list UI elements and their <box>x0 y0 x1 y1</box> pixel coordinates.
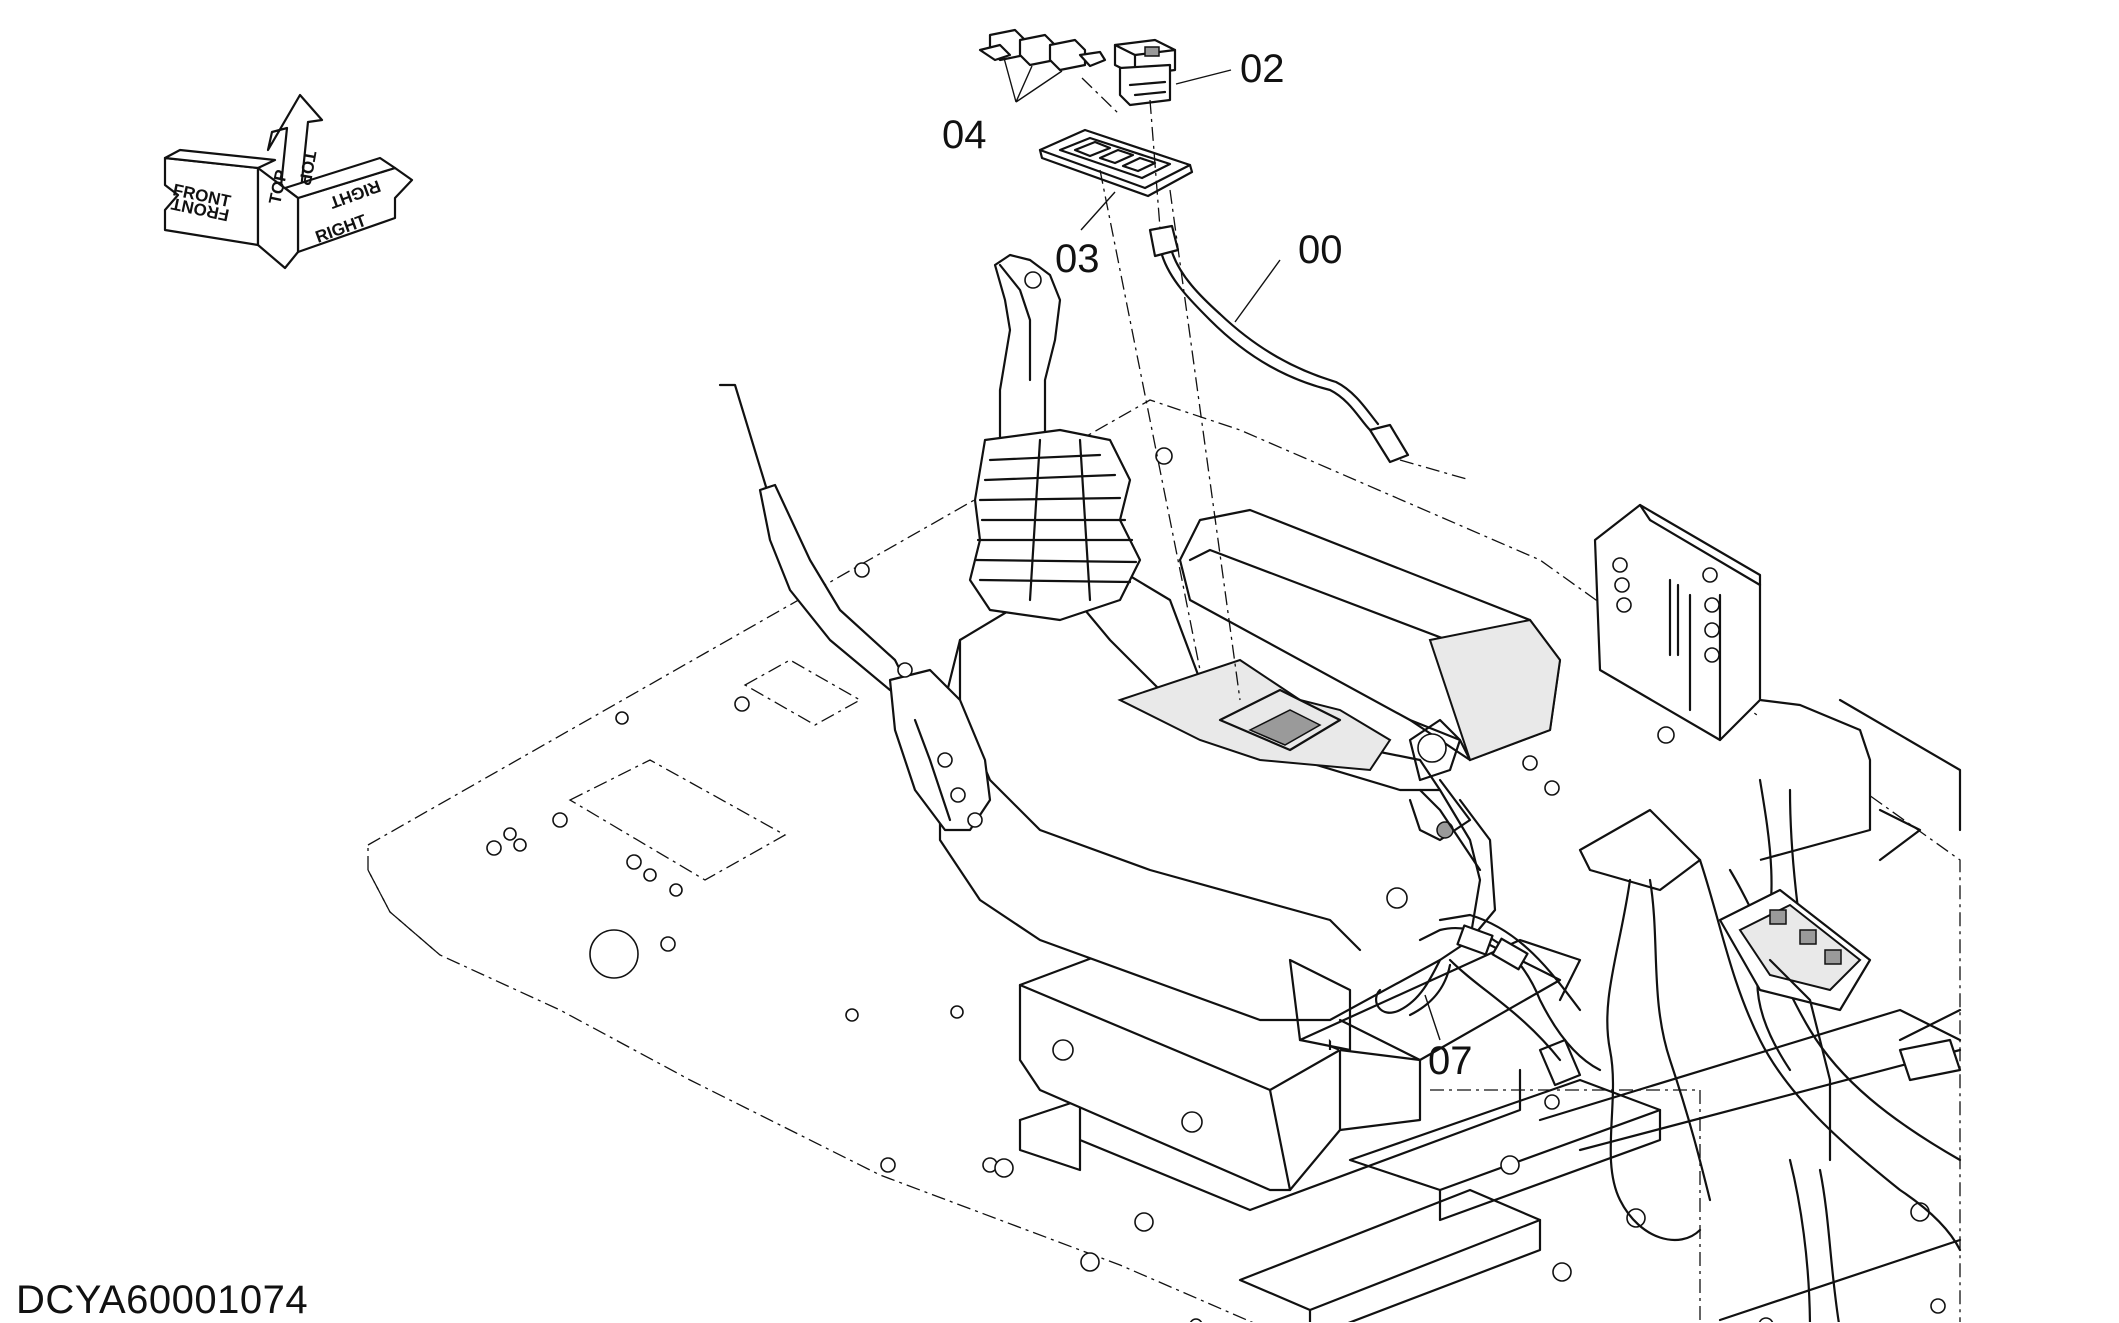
control-console <box>938 568 1497 1052</box>
callout-04: 04 <box>942 113 987 157</box>
callout-00: 00 <box>1298 228 1343 272</box>
part-02-switch <box>1113 38 1177 107</box>
floor-drain-hole <box>589 929 639 979</box>
armrest <box>1178 508 1562 762</box>
assembly-lines <box>1081 77 1471 701</box>
wiring-harness <box>1418 778 1962 1322</box>
part-03-panel <box>1038 128 1194 198</box>
callout-07: 07 <box>1428 1039 1473 1083</box>
callout-02: 02 <box>1240 47 1285 91</box>
drawing-code: DCYA60001074 <box>16 1278 309 1322</box>
orientation-indicator: FRONT FRONT TOP TOP RIGHT RIGHT <box>163 93 414 270</box>
seat-back-frame <box>1593 503 1962 862</box>
part-00-harness <box>1148 224 1410 464</box>
part-07-harness <box>1375 958 1452 1017</box>
part-04-covers <box>978 28 1107 72</box>
leader-lines <box>1003 57 1441 1041</box>
lock-lever <box>718 383 992 832</box>
joystick <box>968 253 1142 622</box>
callout-03: 03 <box>1055 237 1100 281</box>
